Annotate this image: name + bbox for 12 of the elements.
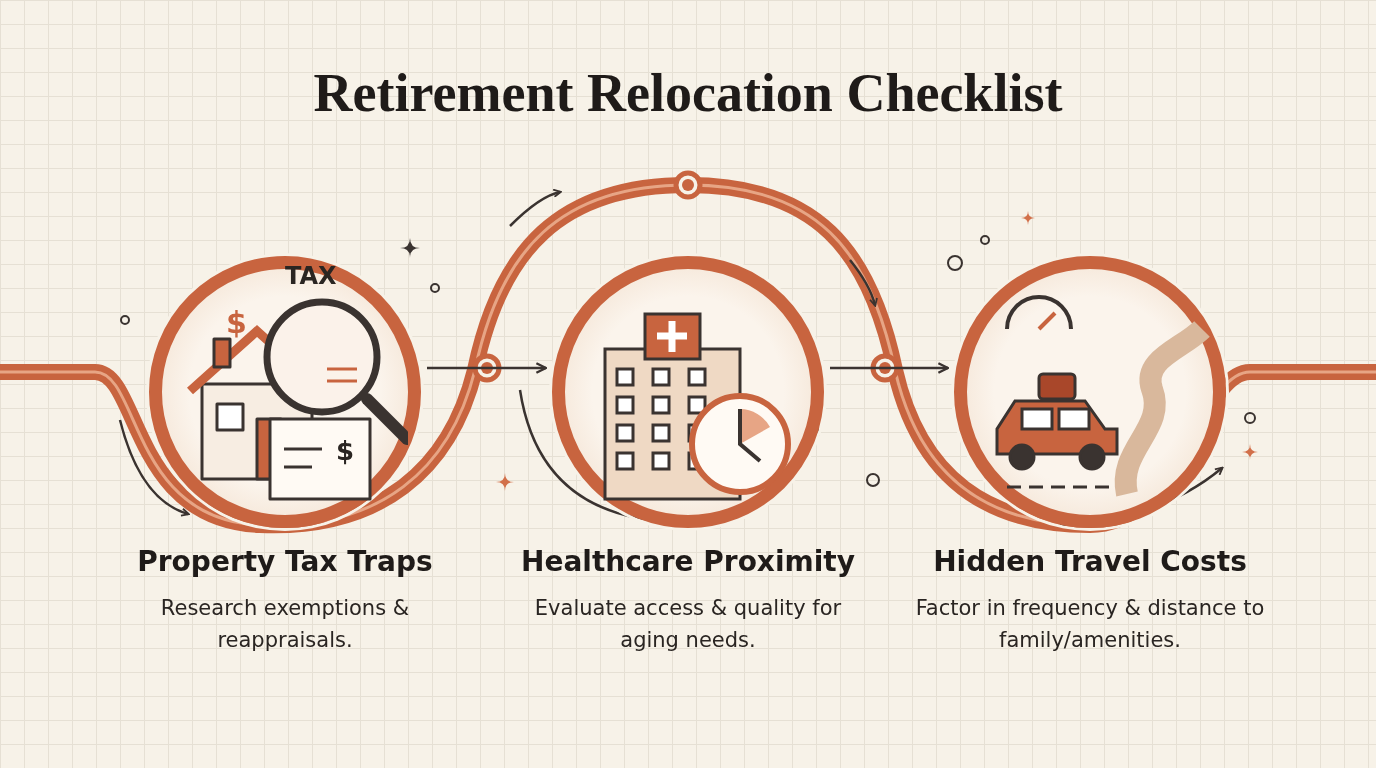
step-heading: Healthcare Proximity (520, 545, 856, 578)
title: Retirement Relocation Checklist (312, 62, 1064, 124)
step-heading: Property Tax Traps (136, 545, 434, 578)
arrow (830, 362, 950, 374)
step-heading: Hidden Travel Costs (932, 545, 1248, 578)
arrow (427, 362, 548, 374)
step-description: Evaluate access & quality for aging needs. (533, 595, 843, 654)
tax-text: TAX (285, 262, 337, 290)
step-description: Research exemptions & reappraisals. (159, 595, 411, 654)
dollar-sign: $ (226, 305, 247, 340)
step-description: Factor in frequency & distance to family/amenities. (914, 595, 1266, 654)
dollar-sign: $ (336, 436, 355, 466)
